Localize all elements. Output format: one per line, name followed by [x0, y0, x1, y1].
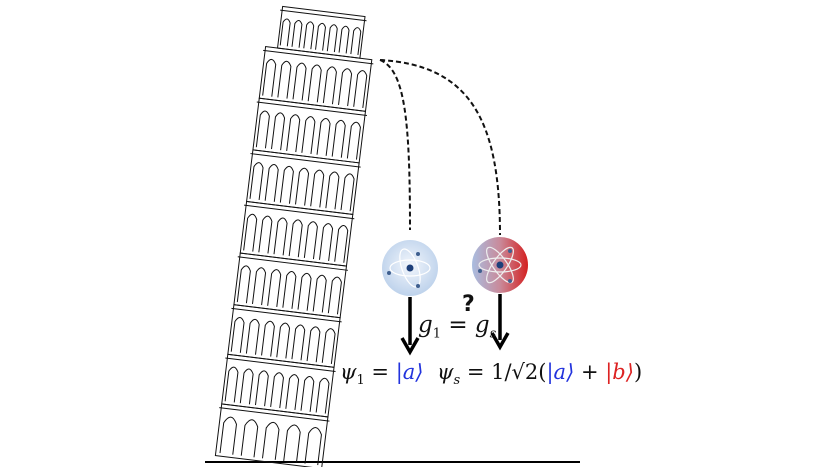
g-1: g [418, 312, 433, 338]
psi: ψ [437, 360, 454, 384]
close-paren: ) [633, 360, 643, 384]
ket-a: |a⟩ [546, 360, 575, 384]
ket-b: |b⟩ [605, 360, 634, 384]
equals: = [448, 312, 468, 338]
leaning-tower-of-pisa [214, 5, 374, 467]
fall-arrow-1 [400, 297, 420, 356]
atom-ground-state [382, 240, 438, 296]
psi-sub: 1 [356, 373, 365, 389]
g-s: g [474, 312, 490, 338]
eq: = [364, 360, 396, 384]
eq: = 1/√2( [460, 360, 547, 384]
trajectory-dashed-1 [379, 59, 411, 231]
plus: + [574, 360, 606, 384]
sub-1: 1 [432, 326, 442, 342]
state-s-formula: ψs = 1/√2(|a⟩ + |b⟩) [437, 360, 642, 388]
psi: ψ [340, 360, 357, 384]
trajectory-dashed-s [379, 59, 501, 236]
question-mark: ? [462, 292, 475, 317]
atom-superposition-state [472, 237, 528, 293]
fall-arrow-s [490, 294, 510, 351]
ket-a: |a⟩ [395, 360, 424, 384]
state-1-formula: ψ1 = |a⟩ [340, 360, 424, 388]
sub-s: s [489, 326, 497, 342]
equivalence-equation: g1 = gs [418, 312, 496, 342]
psi-sub: s [453, 373, 461, 389]
